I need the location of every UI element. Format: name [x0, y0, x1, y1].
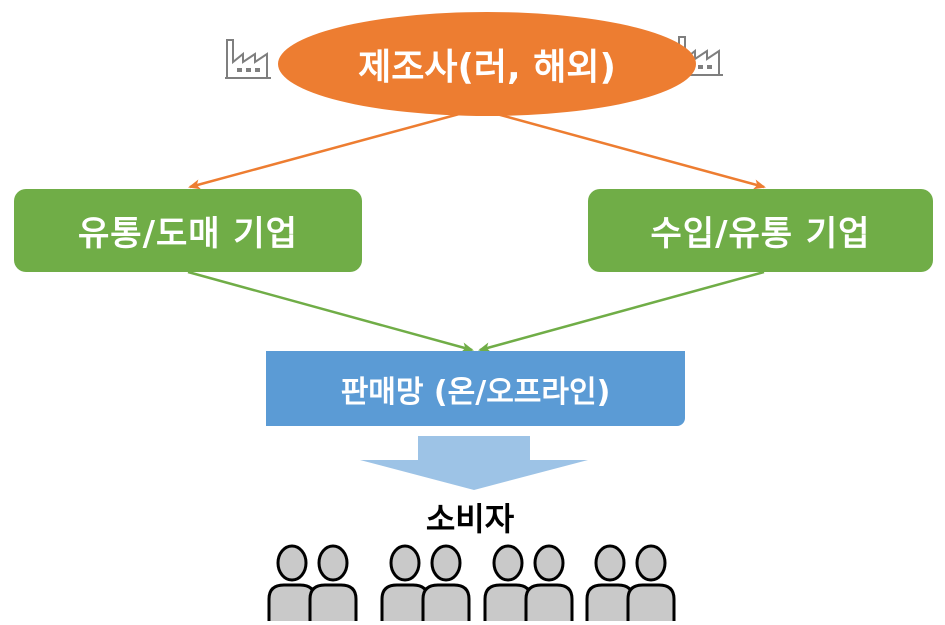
- arrow-manufacturer-to-importer: [481, 108, 766, 190]
- importer-distributor-node: 수입/유통 기업: [588, 189, 933, 272]
- person-icon: [585, 544, 635, 623]
- wholesale-distributor-node: 유통/도매 기업: [14, 189, 362, 272]
- person-icon: [421, 544, 471, 623]
- manufacturer-label: 제조사(러, 해외): [358, 47, 616, 88]
- consumer-label: 소비자: [425, 500, 515, 538]
- arrow-manufacturer-to-wholesale: [188, 108, 475, 190]
- factory-icon: [224, 39, 272, 79]
- sales-channel-node: 판매망 (온/오프라인): [266, 351, 685, 426]
- person-icon: [626, 544, 676, 623]
- importer-label: 수입/유통 기업: [650, 214, 871, 254]
- person-icon: [308, 544, 358, 623]
- person-icon: [267, 544, 317, 623]
- arrow-sales-to-consumer: [360, 436, 588, 490]
- person-icon: [524, 544, 574, 623]
- arrow-importer-to-sales: [478, 270, 765, 353]
- consumer-group: [267, 544, 676, 623]
- sales-label: 판매망 (온/오프라인): [340, 374, 611, 410]
- manufacturer-node: 제조사(러, 해외): [278, 12, 696, 116]
- wholesale-label: 유통/도매 기업: [78, 214, 298, 254]
- arrow-wholesale-to-sales: [187, 270, 474, 353]
- person-icon: [380, 544, 430, 623]
- person-icon: [483, 544, 533, 623]
